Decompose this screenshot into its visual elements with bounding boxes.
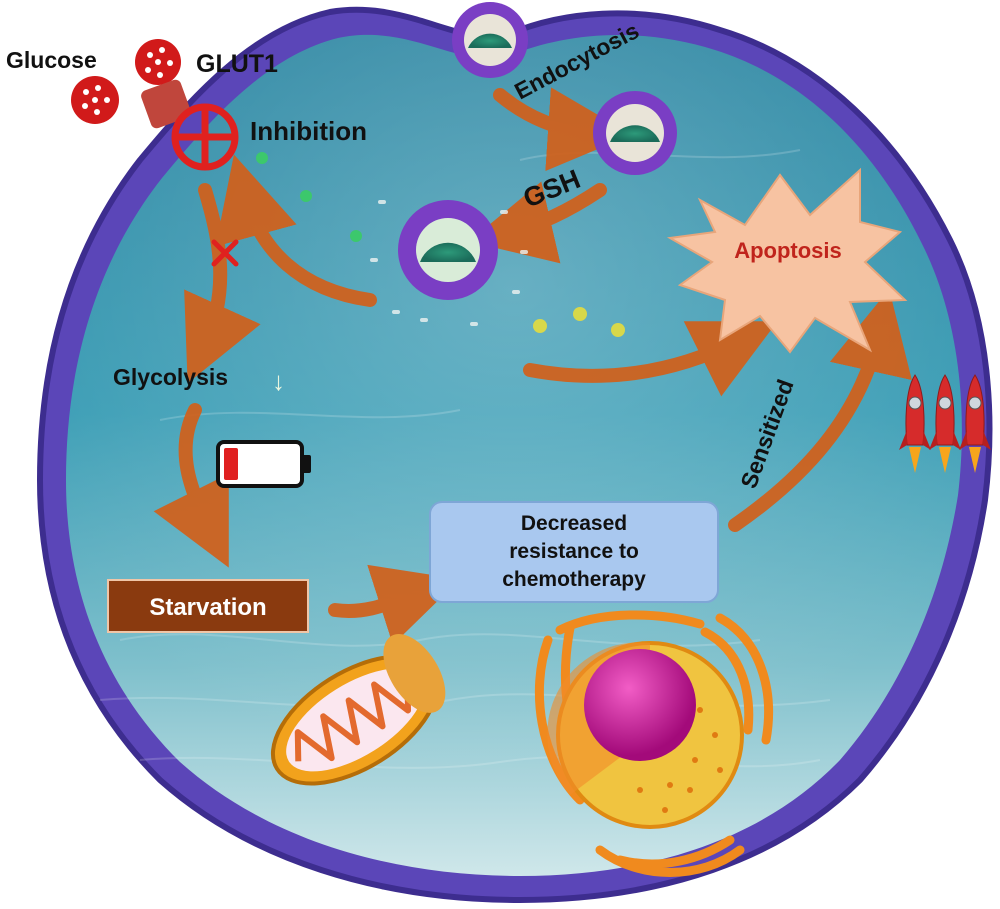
resistance-line-2: resistance to bbox=[509, 540, 639, 563]
arrow-gsh-release bbox=[469, 181, 607, 264]
pathway-arrows bbox=[153, 87, 912, 645]
arrow-glycolysis-starvation bbox=[153, 403, 229, 568]
mitochondrion-icon bbox=[270, 634, 446, 786]
battery-low-icon bbox=[216, 440, 311, 488]
resistance-line-3: chemotherapy bbox=[502, 568, 646, 591]
glut1-transporter-icon bbox=[141, 79, 191, 129]
apoptosis-label: Apoptosis bbox=[734, 238, 842, 263]
glucose-icon bbox=[71, 39, 181, 124]
starvation-label: Starvation bbox=[149, 594, 266, 621]
arrow-to-inhibition bbox=[215, 154, 377, 307]
glut1-label: GLUT1 bbox=[196, 50, 278, 78]
glycolysis-label: Glycolysis bbox=[113, 364, 228, 390]
resistance-box bbox=[429, 501, 719, 603]
blocked-cross-icon bbox=[211, 239, 239, 267]
nucleus-icon bbox=[547, 641, 744, 829]
starvation-box bbox=[107, 579, 309, 633]
arrow-endocytosis bbox=[493, 87, 632, 172]
vesicle-fragments bbox=[370, 200, 528, 326]
arrow-starvation-resistance bbox=[328, 564, 460, 645]
arrow-sensitized bbox=[728, 289, 912, 532]
glycolysis-down-arrow: ↓ bbox=[272, 366, 285, 396]
resistance-line-1: Decreased bbox=[521, 512, 627, 535]
apoptosis-burst bbox=[666, 167, 908, 354]
arrow-inhibition-glycolysis bbox=[184, 183, 261, 384]
rocket-icon bbox=[899, 374, 991, 473]
released-drug-dots bbox=[256, 152, 625, 337]
inhibition-icon bbox=[171, 103, 239, 171]
arrow-to-apoptosis bbox=[523, 321, 778, 397]
glucose-label: Glucose bbox=[6, 47, 97, 73]
inhibition-label: Inhibition bbox=[250, 116, 367, 146]
nanoparticle-icon bbox=[398, 2, 677, 300]
